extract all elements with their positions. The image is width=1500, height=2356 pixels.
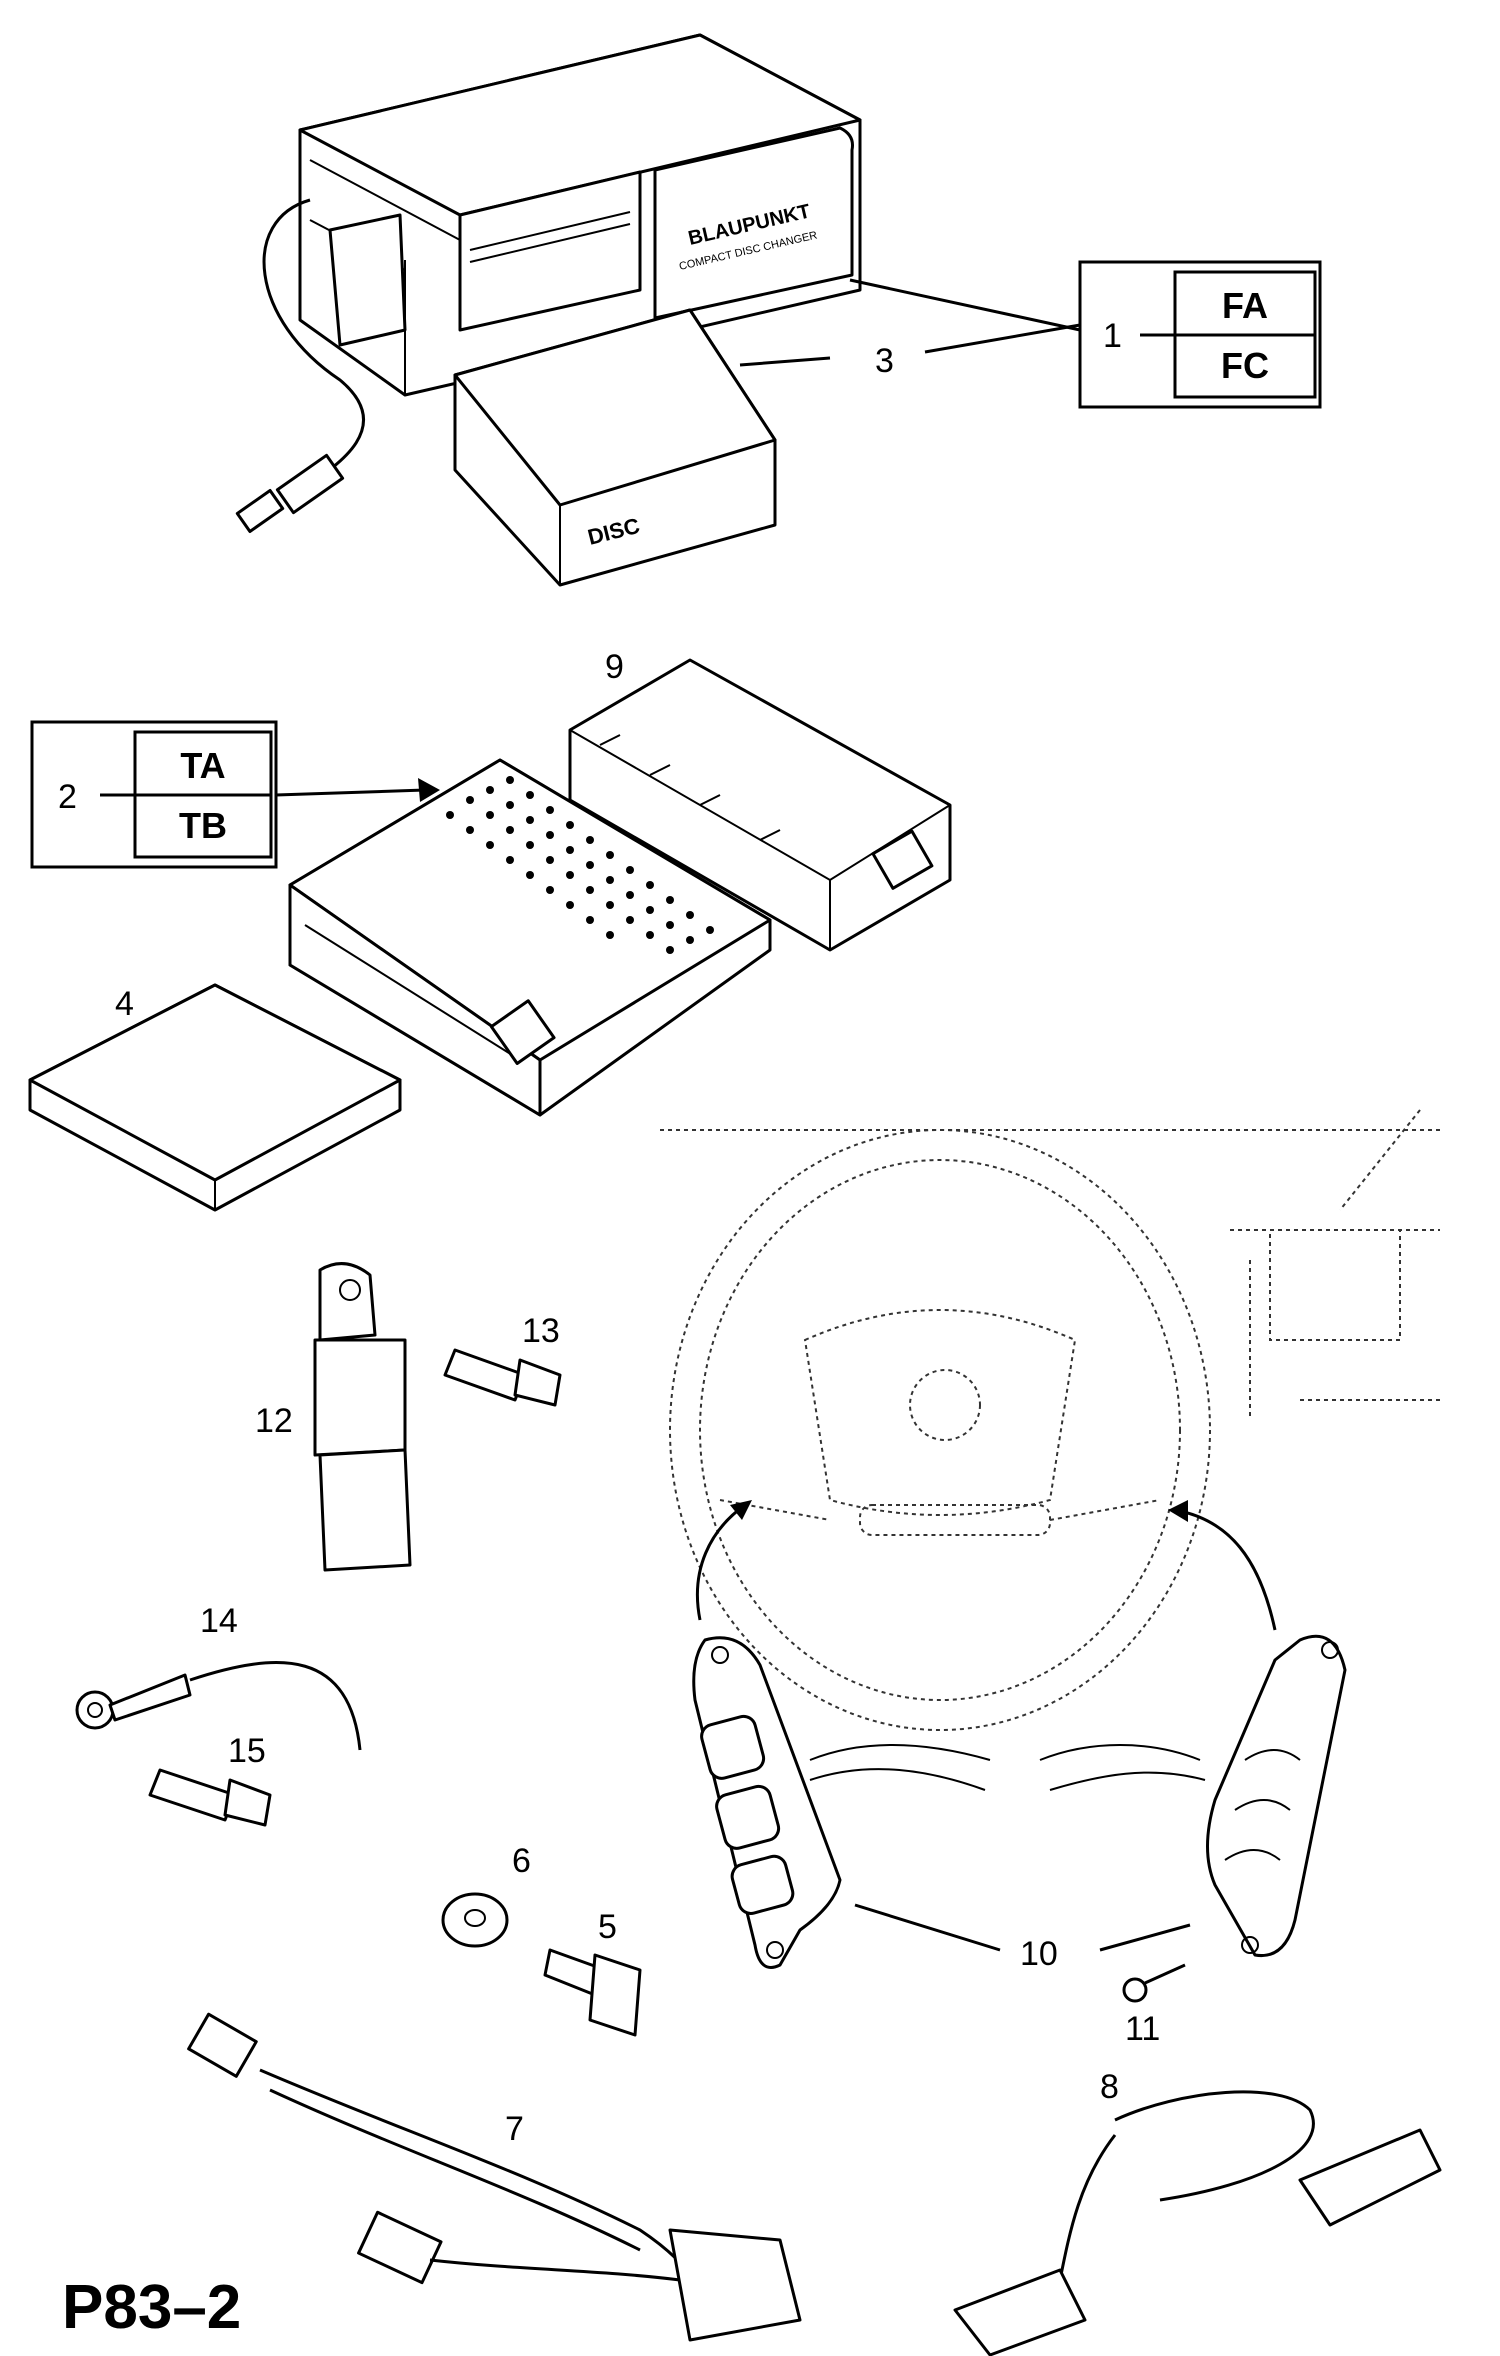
- callout-9: 9: [605, 648, 624, 686]
- callout-13: 13: [522, 1312, 560, 1350]
- callout-8: 8: [1100, 2068, 1119, 2106]
- cd-cable: [235, 198, 366, 533]
- callout-15: 15: [228, 1732, 266, 1770]
- bolt-13: [443, 1348, 562, 1407]
- callout-10-leader: [854, 1903, 1191, 1952]
- callout-3: 3: [875, 342, 894, 380]
- steering-remote-left: [692, 1636, 991, 1969]
- module-12: [313, 1262, 412, 1572]
- arrow-right-control: [1174, 1508, 1277, 1631]
- callout-12: 12: [255, 1402, 293, 1440]
- remote-down-button: [715, 1784, 781, 1850]
- code-tb: TB: [179, 805, 227, 846]
- code-ta: TA: [180, 745, 225, 786]
- adapter-cable-8: [953, 2090, 1442, 2356]
- radio-mounting-cage: [568, 658, 952, 952]
- bolt-15: [148, 1768, 272, 1827]
- cd-changer-unit: BLAUPUNKT COMPACT DISC CHANGER: [298, 33, 862, 397]
- bolt-5: [543, 1948, 642, 2037]
- callout-10: 10: [1020, 1935, 1058, 1973]
- code-box-2-ref: 2: [58, 778, 77, 816]
- wiring-harness-7: [187, 2012, 802, 2342]
- page-code: P83–2: [62, 2273, 241, 2342]
- code-box-1-ref: 1: [1103, 317, 1122, 355]
- code-fc: FC: [1221, 345, 1269, 386]
- callout-5: 5: [598, 1908, 617, 1946]
- callout-7: 7: [505, 2110, 524, 2148]
- washer-6: [441, 1892, 509, 1948]
- code-box-1: 1 FA FC: [849, 260, 1322, 409]
- callout-11: 11: [1125, 2010, 1160, 2048]
- part-4-card: [28, 983, 402, 1212]
- remote-mode-button: [730, 1854, 795, 1915]
- callout-4: 4: [115, 985, 134, 1023]
- remote-up-button: [700, 1714, 766, 1780]
- screw-11: [1122, 1963, 1186, 2003]
- callout-3-leader: [739, 323, 1081, 367]
- callout-14: 14: [200, 1602, 238, 1640]
- steering-wheel-illustration: [660, 1109, 1440, 1731]
- code-box-2: 2 TA TB: [30, 720, 440, 869]
- code-fa: FA: [1222, 285, 1268, 326]
- radio-vent-holes: [446, 776, 714, 954]
- callout-6: 6: [512, 1842, 531, 1880]
- steering-remote-right: [1039, 1634, 1347, 1958]
- cd-magazine: DISC: [453, 308, 777, 587]
- cable-connector: [275, 453, 345, 515]
- ground-cable-14: [75, 1661, 362, 1751]
- radio-unit: [288, 758, 772, 1117]
- arrow-left-control: [695, 1503, 746, 1621]
